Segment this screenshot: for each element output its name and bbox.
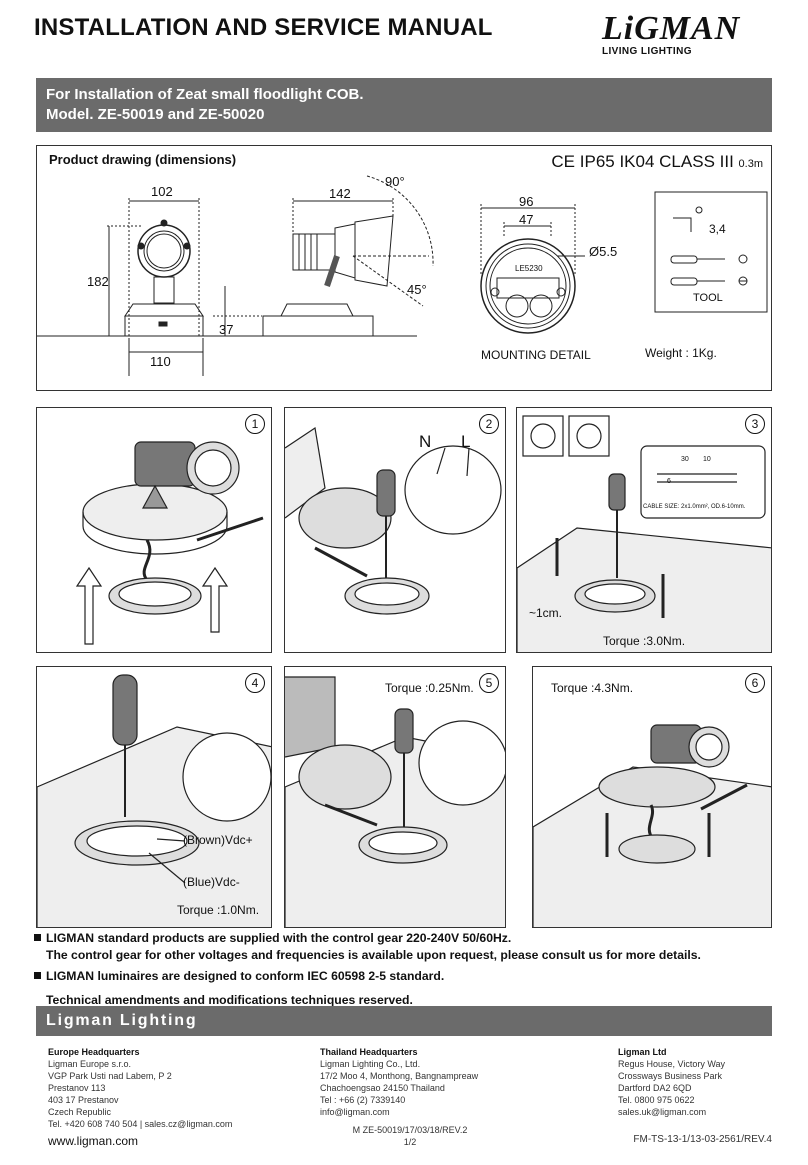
europe-address: Europe Headquarters Ligman Europe s.r.o.… <box>48 1046 232 1130</box>
strip-length-c: 6 <box>667 478 671 485</box>
step-3-number: 3 <box>745 414 765 434</box>
tool-label: TOOL <box>693 292 723 304</box>
uk-line: Crossways Business Park <box>618 1071 723 1081</box>
step-2-panel: 2 N L <box>284 407 506 653</box>
step-6-torque: Torque :4.3Nm. <box>551 681 634 695</box>
product-drawing-label: Product drawing (dimensions) <box>49 152 237 167</box>
page-title: INSTALLATION AND SERVICE MANUAL <box>34 14 493 41</box>
dim-hole: Ø5.5 <box>589 244 618 259</box>
side-view-drawing <box>37 175 434 337</box>
europe-heading: Europe Headquarters <box>48 1047 140 1057</box>
step-4-illustration <box>37 674 271 927</box>
step-6-illustration <box>533 724 771 927</box>
ratings-line: CE IP65 IK04 CLASS III 0.3m <box>551 152 763 172</box>
step-2-illustration <box>285 426 502 615</box>
step-4-torque: Torque :1.0Nm. <box>177 903 260 917</box>
uk-heading: Ligman Ltd <box>618 1047 667 1057</box>
step-2-number: 2 <box>479 414 499 434</box>
banner-line-1: For Installation of Zeat small floodligh… <box>46 86 364 103</box>
thailand-line: 17/2 Moo 4, Monthong, Bangnampreaw <box>320 1071 479 1081</box>
dim-width-front: 102 <box>151 184 173 199</box>
product-banner: For Installation of Zeat small floodligh… <box>36 78 772 132</box>
thailand-heading: Thailand Headquarters <box>320 1047 418 1057</box>
logo-wordmark: LiGMAN <box>602 10 741 47</box>
dim-height: 182 <box>87 274 109 289</box>
dim-angle-up: 90° <box>385 174 405 189</box>
logo-tagline: LIVING LIGHTING <box>602 46 692 57</box>
strip-length-b: 10 <box>703 456 711 463</box>
dim-depth: 142 <box>329 186 351 201</box>
note-control-gear-2: The control gear for other voltages and … <box>46 948 701 962</box>
dim-angle-down: 45° <box>407 282 427 297</box>
europe-line: 403 17 Prestanov <box>48 1095 119 1105</box>
step-3-torque: Torque :3.0Nm. <box>603 634 686 648</box>
bullet-square-icon <box>34 972 41 979</box>
front-view-drawing <box>107 198 204 376</box>
step-6-number: 6 <box>745 673 765 693</box>
step-1-number: 1 <box>245 414 265 434</box>
dimension-drawing <box>37 175 768 376</box>
weight-label: Weight : 1Kg. <box>645 346 717 360</box>
depth-label: ~1cm. <box>529 606 563 620</box>
dim-mount-width: 96 <box>519 194 534 209</box>
distance-label: 0.3m <box>738 158 763 170</box>
form-reference: FM-TS-13-1/13-03-2561/REV.4 <box>633 1134 772 1145</box>
ip-rating: IP65 IK04 CLASS III <box>579 152 734 171</box>
banner-line-2: Model. ZE-50019 and ZE-50020 <box>46 106 265 123</box>
bullet-square-icon <box>34 934 41 941</box>
step-5-illustration <box>285 676 505 927</box>
dim-base-height: 37 <box>219 322 234 337</box>
ce-mark: CE <box>551 152 576 171</box>
note-technical: Technical amendments and modifications t… <box>46 993 413 1007</box>
neutral-label: N <box>419 432 432 451</box>
step-5-panel: 5 Torque :0.25Nm. <box>284 666 506 928</box>
step-5-number: 5 <box>479 673 499 693</box>
thailand-line: Chachoengsao 24150 Thailand <box>320 1083 445 1093</box>
thailand-line: Ligman Lighting Co., Ltd. <box>320 1059 421 1069</box>
document-reference: M ZE-50019/17/03/18/REV.2 1/2 <box>330 1124 490 1148</box>
uk-email: sales.uk@ligman.com <box>618 1107 707 1117</box>
blue-wire-label: (Blue)Vdc- <box>183 875 240 889</box>
dim-base-width: 110 <box>150 354 171 369</box>
dim-mount-inner: 47 <box>519 212 534 227</box>
footer-bar: Ligman Lighting <box>36 1006 772 1036</box>
note-control-gear: LIGMAN standard products are supplied wi… <box>46 931 512 945</box>
product-drawing-panel: Product drawing (dimensions) CE IP65 IK0… <box>36 145 772 391</box>
europe-line: VGP Park Usti nad Labem, P 2 <box>48 1071 172 1081</box>
step-4-number: 4 <box>245 673 265 693</box>
website-link[interactable]: www.ligman.com <box>48 1134 139 1148</box>
europe-contact: Tel. +420 608 740 504 | sales.cz@ligman.… <box>48 1119 233 1129</box>
europe-line: Czech Republic <box>48 1107 112 1117</box>
uk-line: Tel. 0800 975 0622 <box>618 1095 695 1105</box>
uk-line: Dartford DA2 6QD <box>618 1083 692 1093</box>
step-4-panel: 4 (Brown)Vdc+ (Blue)Vdc- Torque :1.0Nm. <box>36 666 272 928</box>
plate-label: LE5230 <box>515 264 543 273</box>
thailand-address: Thailand Headquarters Ligman Lighting Co… <box>320 1046 478 1118</box>
uk-address: Ligman Ltd Regus House, Victory Way Cros… <box>618 1046 725 1118</box>
mounting-detail-label: MOUNTING DETAIL <box>481 348 591 362</box>
step-6-panel: 6 Torque :4.3Nm. <box>532 666 772 928</box>
thailand-line: Tel : +66 (2) 7339140 <box>320 1095 406 1105</box>
page-number: 1/2 <box>403 1137 417 1147</box>
step-1-panel: 1 <box>36 407 272 653</box>
notes-section: LIGMAN standard products are supplied wi… <box>34 930 774 1009</box>
live-label: L <box>461 432 471 451</box>
step-5-torque: Torque :0.25Nm. <box>385 681 474 695</box>
doc-ref-code: M ZE-50019/17/03/18/REV.2 <box>352 1125 468 1135</box>
mounting-detail-drawing <box>480 204 585 334</box>
strip-length-a: 30 <box>681 456 689 463</box>
uk-line: Regus House, Victory Way <box>618 1059 726 1069</box>
europe-line: Ligman Europe s.r.o. <box>48 1059 132 1069</box>
step-1-illustration <box>75 441 264 645</box>
brown-wire-label: (Brown)Vdc+ <box>183 833 253 847</box>
step-3-panel: 3 30 10 6 CABLE SIZE: 2x1.0mm², OD.6-10m… <box>516 407 772 653</box>
dim-allen: 3,4 <box>709 222 726 236</box>
thailand-email: info@ligman.com <box>320 1107 390 1117</box>
tool-box-drawing <box>654 191 768 313</box>
step-3-illustration <box>517 415 771 652</box>
cable-size-label: CABLE SIZE: 2x1.0mm², OD.6-10mm. <box>643 504 746 510</box>
europe-line: Prestanov 113 <box>48 1083 106 1093</box>
ligman-logo: LiGMAN LIVING LIGHTING <box>602 10 772 58</box>
note-iec-standard: LIGMAN luminaires are designed to confor… <box>46 969 445 983</box>
